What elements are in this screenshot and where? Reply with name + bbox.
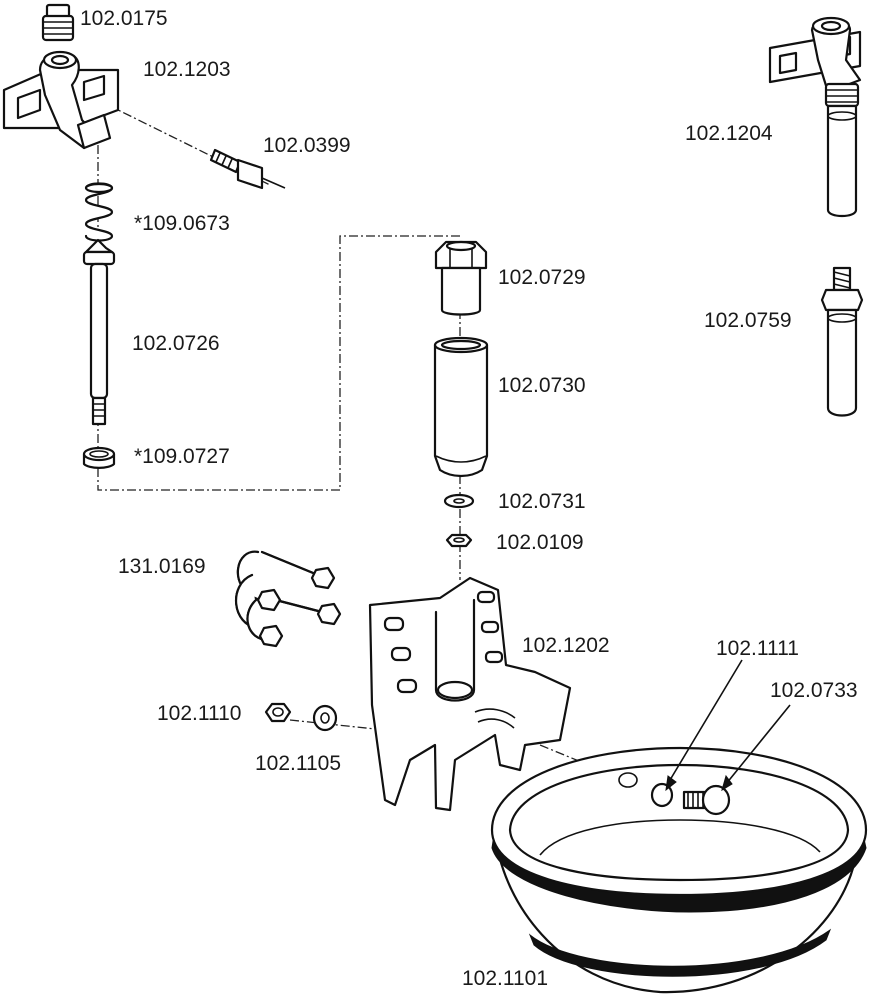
part-109-0727-ring [82, 446, 116, 470]
label-102-1101: 102.1101 [462, 967, 548, 990]
part-102-1110-nut [264, 702, 292, 723]
part-109-0673-spring [84, 182, 114, 242]
label-102-0759: 102.0759 [704, 309, 792, 332]
part-102-1204-valve-body [768, 16, 862, 218]
label-102-1110: 102.1110 [157, 702, 241, 725]
label-102-0399: 102.0399 [263, 134, 351, 157]
label-109-0727: *109.0727 [134, 445, 230, 468]
part-102-0759-cartridge [820, 266, 864, 417]
part-102-0726-stem [82, 238, 116, 426]
part-102-0730-tube [433, 336, 489, 478]
label-109-0673: *109.0673 [134, 212, 230, 235]
part-102-1105-washer [312, 704, 338, 732]
part-102-0109-nut [445, 533, 473, 548]
part-102-0733-valve-screw [682, 704, 791, 816]
label-102-1202: 102.1202 [522, 634, 610, 657]
label-102-1111: 102.1111 [716, 637, 799, 660]
part-131-0169-u-bolts [235, 550, 342, 648]
part-102-1111-o-ring [650, 659, 743, 808]
label-102-0726: 102.0726 [132, 332, 220, 355]
label-102-0109: 102.0109 [496, 531, 584, 554]
label-102-1105: 102.1105 [255, 752, 341, 775]
label-102-0733: 102.0733 [770, 679, 858, 702]
label-102-0175: 102.0175 [80, 7, 168, 30]
part-102-1203-valve-body [2, 50, 120, 150]
label-102-0729: 102.0729 [498, 266, 586, 289]
part-labels: 102.0175 102.1203 102.0399 *109.0673 102… [80, 7, 858, 990]
label-102-1204: 102.1204 [685, 122, 773, 145]
label-102-0731: 102.0731 [498, 490, 586, 513]
part-102-0729-nut [434, 240, 488, 316]
part-102-1101-bowl [490, 746, 868, 994]
label-102-1203: 102.1203 [143, 58, 231, 81]
part-102-0175-plug [41, 3, 75, 42]
part-102-0731-washer [443, 493, 475, 509]
part-102-0399-bolt [209, 148, 286, 190]
label-131-0169: 131.0169 [118, 555, 206, 578]
part-102-1202-bracket [368, 576, 572, 812]
label-102-0730: 102.0730 [498, 374, 586, 397]
